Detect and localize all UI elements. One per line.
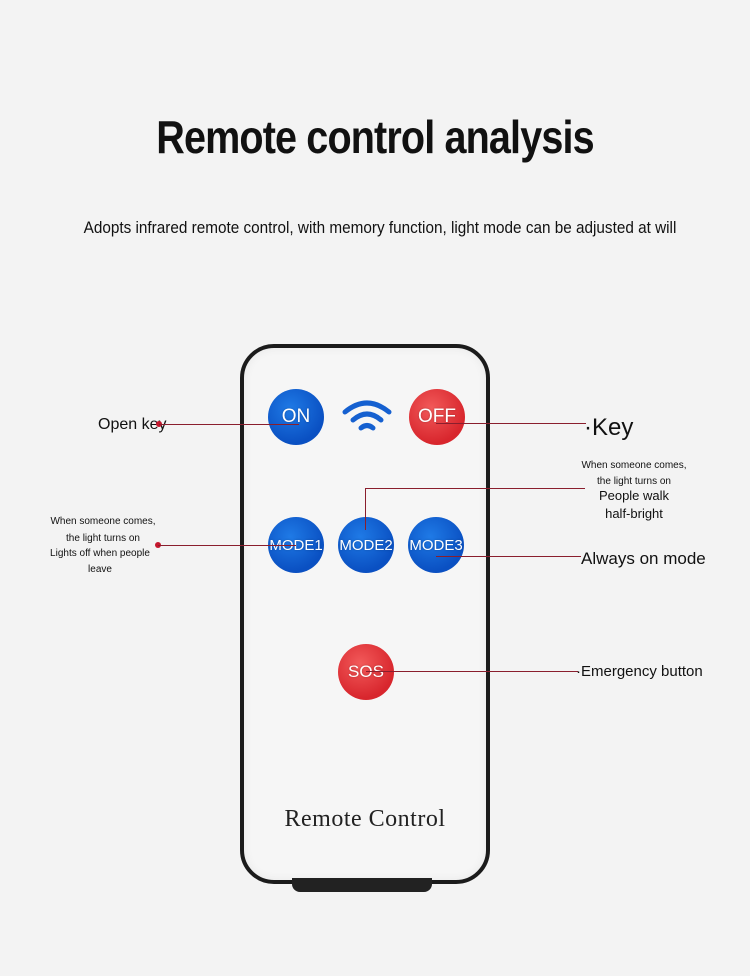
mode2-vline	[365, 488, 366, 530]
mode2-text-4: half-bright	[605, 506, 663, 521]
mode2-text-2: the light turns on	[597, 476, 671, 487]
mode3-label: Always on mode	[581, 549, 706, 568]
signal-icon	[342, 400, 392, 431]
off-key-line	[436, 423, 586, 424]
open-key-label: Open key	[98, 416, 167, 433]
off-button[interactable]: OFF	[409, 389, 465, 445]
mode1-line	[158, 545, 296, 546]
remote-battery-tab	[292, 878, 432, 892]
mode3-line	[436, 556, 581, 557]
mode2-text-1: When someone comes,	[581, 460, 687, 471]
open-key-line	[159, 424, 299, 425]
sos-line	[366, 671, 578, 672]
off-key-label: ·Key	[584, 414, 634, 441]
mode1-text-1: When someone comes,	[50, 516, 156, 527]
mode3-button[interactable]: MODE3	[408, 517, 464, 573]
page-subtitle: Adopts infrared remote control, with mem…	[83, 218, 677, 237]
mode2-text-3: People walk	[598, 488, 670, 503]
sos-button[interactable]: SOS	[338, 644, 394, 700]
remote-label: Remote Control	[284, 806, 446, 832]
mode2-button[interactable]: MODE2	[338, 517, 394, 573]
mode1-text-3: Lights off when people	[50, 548, 150, 559]
mode2-line	[365, 488, 585, 489]
on-button[interactable]: ON	[268, 389, 324, 445]
sos-label: ·Emergency button	[576, 663, 703, 680]
page-title: Remote control analysis	[156, 111, 594, 163]
mode1-text-2: the light turns on	[66, 533, 140, 544]
mode1-text-4: leave	[88, 564, 112, 575]
